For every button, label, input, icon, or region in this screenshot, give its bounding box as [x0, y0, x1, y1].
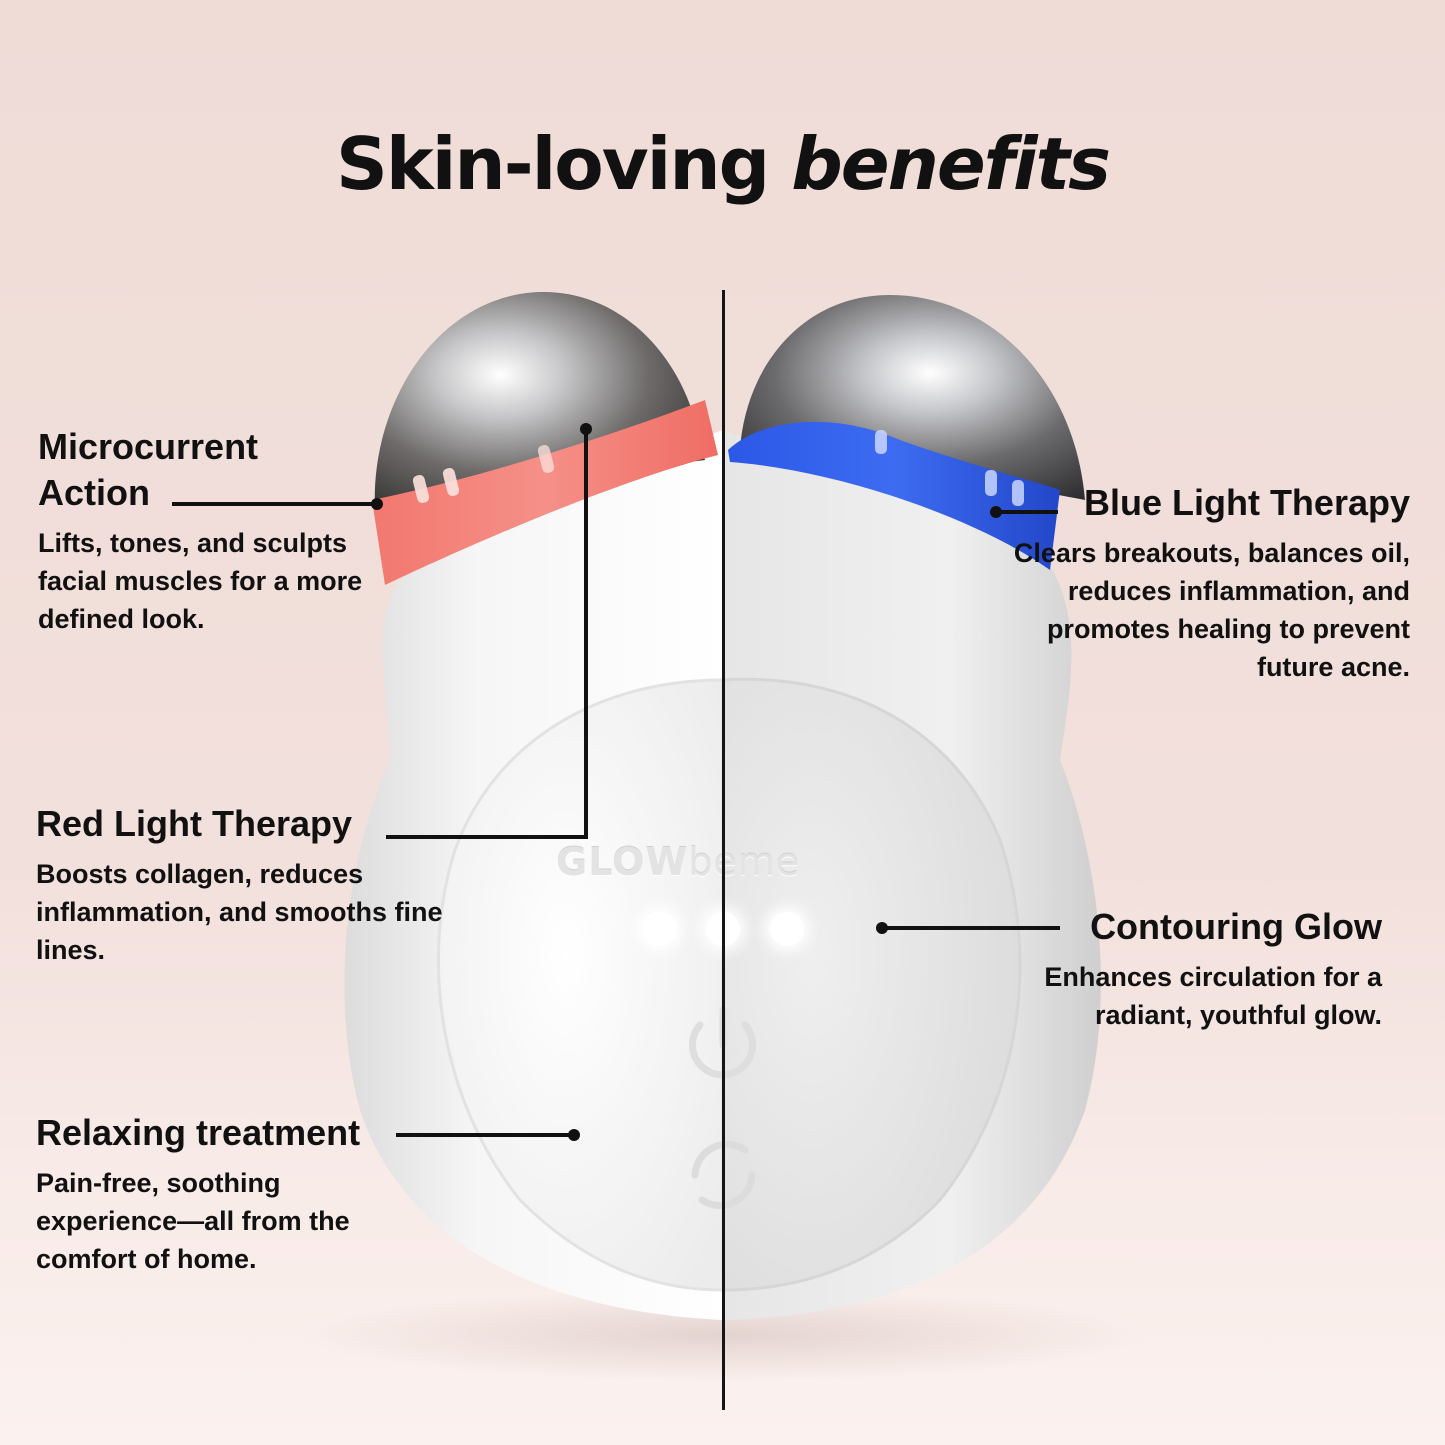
brand-logo-bold: GLOW [556, 840, 689, 884]
relaxing-leader-dot [568, 1129, 580, 1141]
status-led-3 [770, 912, 804, 946]
brand-logo: GLOWbeme [556, 840, 800, 884]
feature-microcurrent: Microcurrent Action Lifts, tones, and sc… [38, 424, 378, 638]
blue-light-leader-line [996, 510, 1058, 514]
microcurrent-leader-line [172, 502, 377, 506]
red-light-leader-line [386, 835, 588, 839]
feature-microcurrent-title-line1: Microcurrent [38, 426, 259, 467]
feature-contouring-title: Contouring Glow [1090, 906, 1382, 947]
headline-emphasis: benefits [791, 122, 1111, 206]
red-light-leader-dot [580, 423, 592, 435]
feature-contouring: Contouring Glow Enhances circulation for… [980, 904, 1382, 1034]
headline-regular: Skin-loving [336, 122, 770, 206]
feature-microcurrent-title-line2: Action [38, 472, 150, 513]
blue-light-leader-dot [990, 506, 1002, 518]
feature-blue-light: Blue Light Therapy Clears breakouts, bal… [990, 480, 1410, 686]
center-divider-line [722, 290, 725, 1410]
red-light-leader-vertical [584, 428, 588, 839]
microcurrent-leader-dot [371, 498, 383, 510]
feature-relaxing-description: Pain-free, soothing experience—all from … [36, 1168, 350, 1274]
brand-logo-light: beme [688, 840, 801, 884]
feature-contouring-description: Enhances circulation for a radiant, yout… [1044, 962, 1382, 1030]
contouring-leader-dot [876, 922, 888, 934]
feature-red-light-title: Red Light Therapy [36, 803, 353, 844]
contouring-leader-line [882, 926, 1060, 930]
feature-microcurrent-description: Lifts, tones, and sculpts facial muscles… [38, 528, 363, 634]
feature-relaxing-title: Relaxing treatment [36, 1112, 361, 1153]
feature-red-light-description: Boosts collagen, reduces inflammation, a… [36, 859, 443, 965]
headline: Skin-loving benefits [0, 128, 1445, 200]
feature-red-light: Red Light Therapy Boosts collagen, reduc… [36, 801, 456, 969]
feature-blue-light-title: Blue Light Therapy [1083, 482, 1410, 523]
status-led-1 [643, 912, 677, 946]
feature-relaxing: Relaxing treatment Pain-free, soothing e… [36, 1110, 426, 1278]
feature-blue-light-description: Clears breakouts, balances oil, reduces … [1013, 538, 1410, 682]
relaxing-leader-line [396, 1133, 576, 1137]
feature-microcurrent-title: Microcurrent Action [38, 424, 378, 516]
